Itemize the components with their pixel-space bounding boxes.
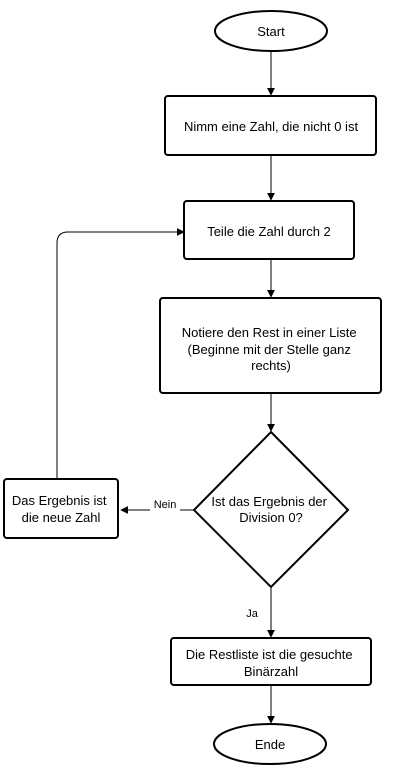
note-rest-node: Notiere den Rest in einer Liste (Beginne… [159, 297, 382, 394]
end-node: Ende [213, 723, 327, 765]
start-ellipse [214, 10, 328, 52]
new-number-box [3, 478, 119, 539]
new-number-label: Das Ergebnis ist die neue Zahl [12, 493, 110, 525]
result-box [170, 637, 372, 686]
decision-node: Ist das Ergebnis der Division 0? [192, 430, 350, 589]
result-node: Die Restliste ist die gesuchte Binärzahl [170, 637, 372, 686]
note-rest-line-1: Notiere den Rest in einer Liste [182, 325, 357, 340]
note-rest-label: Notiere den Rest in einer Liste (Beginne… [182, 325, 361, 373]
decision-label: Ist das Ergebnis der Division 0? [211, 494, 330, 525]
new-number-node: Das Ergebnis ist die neue Zahl [3, 478, 119, 539]
take-number-label: Nimm eine Zahl, die nicht 0 ist [184, 119, 359, 134]
no-label: Nein [154, 499, 177, 511]
end-ellipse [213, 723, 327, 765]
decision-diamond [192, 430, 350, 589]
start-node: Start [214, 10, 328, 52]
start-label: Start [257, 24, 285, 39]
take-number-box [164, 95, 377, 156]
new-number-line-1: Das Ergebnis ist [12, 493, 107, 508]
note-rest-box [159, 297, 382, 394]
take-number-node: Nimm eine Zahl, die nicht 0 ist [164, 95, 377, 156]
no-label-background [150, 497, 180, 511]
new-number-line-2: die neue Zahl [22, 510, 101, 525]
divide-label: Teile die Zahl durch 2 [207, 224, 331, 239]
note-rest-line-2: (Beginne mit der Stelle ganz [188, 342, 351, 357]
decision-line-1: Ist das Ergebnis der [211, 494, 327, 509]
yes-label: Ja [246, 608, 259, 620]
edge-new-number-loop-to-divide [56, 228, 185, 478]
result-line-1: Die Restliste ist die gesuchte [186, 647, 353, 662]
divide-box [183, 200, 355, 260]
end-label: Ende [255, 737, 285, 752]
divide-node: Teile die Zahl durch 2 [183, 200, 355, 260]
result-label: Die Restliste ist die gesuchte Binärzahl [186, 647, 357, 679]
note-rest-line-3: rechts) [251, 358, 291, 373]
decision-line-2: Division 0? [239, 510, 303, 525]
result-line-2: Binärzahl [244, 664, 298, 679]
